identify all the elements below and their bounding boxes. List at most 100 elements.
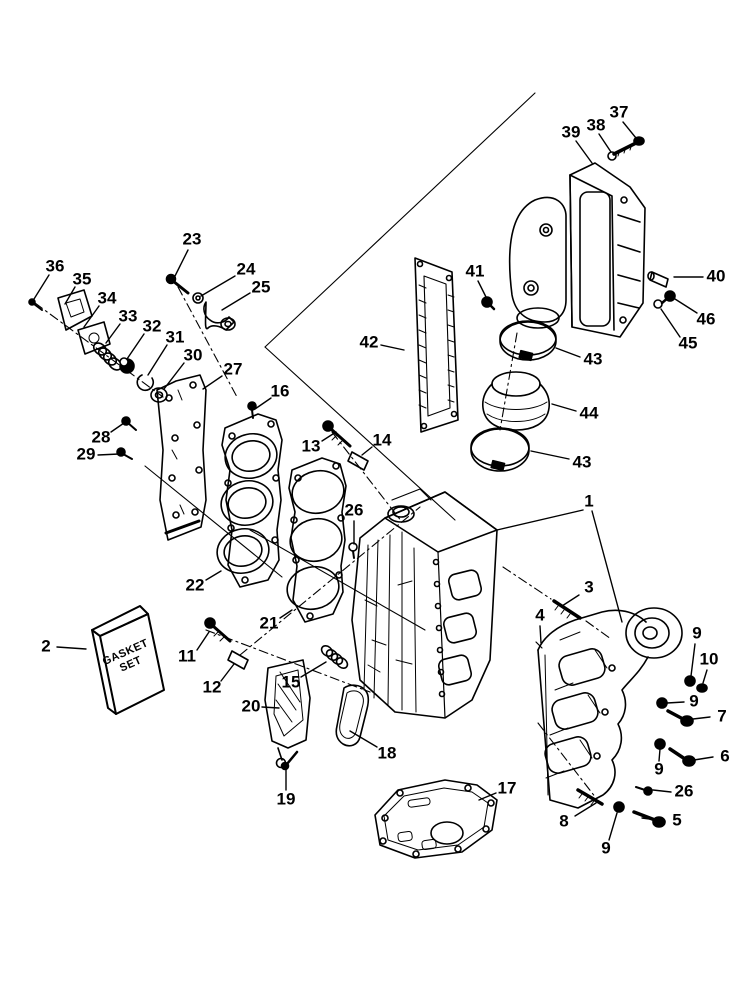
bolt13-dowel14	[322, 420, 369, 559]
leader-line	[254, 397, 272, 410]
leader-line	[690, 643, 696, 677]
exhaust-elbow-part	[508, 196, 567, 329]
callout-label-45: 45	[679, 333, 698, 352]
callout-label-3: 3	[584, 577, 593, 596]
leader-line	[598, 133, 612, 153]
leader-line	[555, 347, 581, 358]
anode-and-screws	[647, 271, 676, 309]
base-gasket-part	[374, 779, 498, 859]
fitting-parts	[165, 273, 236, 331]
assembly-alignment-lines	[34, 92, 612, 799]
callout-label-10: 10	[700, 649, 719, 668]
leader-line	[477, 280, 487, 298]
callout-label-33: 33	[119, 306, 138, 325]
leader-line	[575, 140, 593, 164]
callout-label-9: 9	[601, 838, 610, 857]
callout-label-46: 46	[697, 309, 716, 328]
leader-line	[64, 286, 76, 305]
leader-line	[279, 609, 293, 619]
callout-label-26: 26	[675, 781, 694, 800]
leader-line	[551, 403, 577, 412]
callout-label-5: 5	[672, 810, 681, 829]
leader-line	[220, 663, 235, 682]
callout-label-17: 17	[498, 778, 517, 797]
callout-label-9: 9	[692, 623, 701, 642]
leader-line	[33, 274, 50, 300]
leader-line	[361, 446, 373, 456]
leader-line	[652, 789, 672, 793]
bolt-41	[481, 296, 496, 311]
leader-line	[539, 625, 542, 644]
callout-label-6: 6	[720, 746, 729, 765]
spring-15	[320, 645, 349, 669]
clamp-lower-part	[470, 427, 530, 472]
callout-label-21: 21	[260, 613, 279, 632]
leader-line	[574, 802, 597, 817]
leader-line	[163, 362, 185, 390]
callout-label-32: 32	[143, 316, 162, 335]
leader-line	[622, 121, 637, 139]
leader-line	[83, 305, 100, 328]
callout-label-25: 25	[252, 277, 271, 296]
callout-label-23: 23	[183, 229, 202, 248]
exhaust-cover-part	[569, 162, 646, 338]
callout-label-9: 9	[689, 691, 698, 710]
callout-label-34: 34	[98, 288, 117, 307]
leader-line	[674, 298, 698, 314]
leader-line	[196, 631, 210, 651]
callout-label-12: 12	[203, 677, 222, 696]
bypass-gasket-part	[335, 684, 370, 747]
leader-line	[561, 594, 580, 607]
callout-label-27: 27	[224, 359, 243, 378]
leader-line	[221, 292, 251, 311]
leader-line	[658, 748, 661, 762]
callout-label-40: 40	[707, 266, 726, 285]
callout-label-28: 28	[92, 427, 111, 446]
leader-line	[110, 422, 125, 433]
leader-line	[349, 730, 378, 748]
callout-label-38: 38	[587, 115, 606, 134]
callout-label-19: 19	[277, 789, 296, 808]
gasket-set-label: GASKET SET	[101, 637, 151, 674]
head-gasket-part	[286, 457, 347, 623]
callout-label-15: 15	[282, 672, 301, 691]
callout-label-37: 37	[610, 102, 629, 121]
callout-label-43: 43	[584, 349, 603, 368]
leader-line	[660, 308, 681, 338]
leader-line	[321, 431, 337, 442]
leader-line	[205, 570, 222, 581]
callout-layer: 3738394046454142434443232425363534333231…	[33, 102, 730, 857]
callout-label-24: 24	[237, 259, 256, 278]
leader-line	[147, 344, 168, 376]
leader-line	[641, 817, 666, 822]
callout-label-29: 29	[77, 444, 96, 463]
leader-line	[261, 706, 280, 709]
leader-line	[591, 510, 623, 623]
callout-label-41: 41	[466, 261, 485, 280]
bolt-37-washer-38	[607, 136, 645, 161]
callout-label-13: 13	[302, 436, 321, 455]
leader-line	[105, 323, 121, 344]
leader-line	[530, 450, 570, 460]
leader-line	[173, 249, 189, 279]
stud-3	[552, 599, 582, 620]
leader-line	[692, 716, 711, 720]
head-cover-part	[116, 374, 207, 541]
callout-label-18: 18	[378, 743, 397, 762]
crankcase-fasteners	[576, 675, 708, 828]
leader-line	[56, 646, 87, 650]
callout-label-9: 9	[654, 759, 663, 778]
crankcase-part	[535, 607, 683, 809]
gasket-set-box	[91, 605, 165, 715]
leader-line	[97, 453, 120, 456]
leader-line	[693, 756, 714, 761]
leader-line	[496, 509, 584, 531]
callout-label-30: 30	[184, 345, 203, 364]
bolt11-dowel12	[204, 617, 249, 670]
exhaust-plate-part	[414, 257, 459, 433]
clamp-upper-part	[499, 320, 557, 362]
callout-label-26: 26	[345, 500, 364, 519]
callout-label-31: 31	[166, 327, 185, 346]
